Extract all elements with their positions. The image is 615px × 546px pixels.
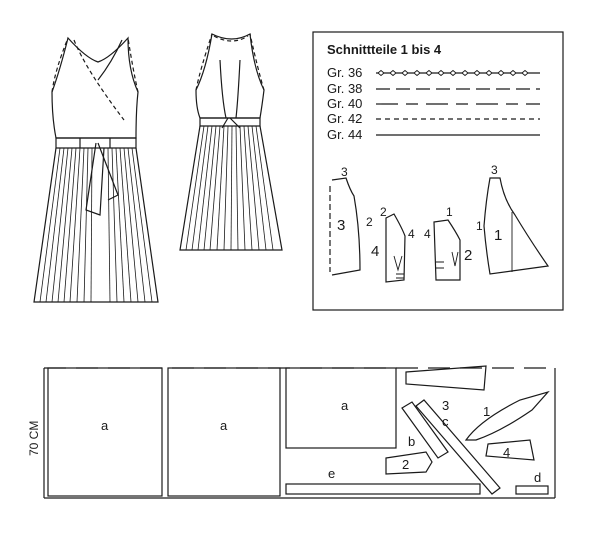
- label-d: d: [534, 470, 541, 485]
- piece2-top-number: 1: [446, 205, 453, 219]
- dress-front-illustration: [33, 36, 159, 303]
- piece3-top-number: 3: [341, 165, 348, 179]
- size-label-38: Gr. 38: [327, 81, 362, 96]
- label-2: 2: [402, 457, 409, 472]
- piece-b-shape: [401, 401, 449, 459]
- height-label: 70 CM: [27, 421, 41, 456]
- piece4-big-number: 4: [371, 243, 379, 260]
- piece-e: [285, 483, 481, 495]
- label-a-3: a: [341, 398, 349, 413]
- pattern-piece-4: [385, 213, 406, 283]
- label-c: c: [442, 414, 449, 429]
- piece-d-shape: [515, 485, 549, 495]
- piece-a-3: [285, 367, 397, 449]
- label-e: e: [328, 466, 335, 481]
- size-label-44: Gr. 44: [327, 127, 362, 142]
- piece1-top-number: 3: [491, 163, 498, 177]
- piece1-edge-number: 1: [476, 219, 483, 233]
- piece-a-1: [47, 367, 163, 497]
- piece3-edge-number: 2: [366, 215, 373, 229]
- piece-4-shape: [485, 439, 535, 461]
- piece-1-shape: [464, 390, 550, 441]
- piece-c-shape: [415, 399, 501, 495]
- size-lines: [376, 69, 540, 136]
- piece3-big-number: 3: [337, 217, 345, 234]
- piece4-edge-number: 4: [408, 227, 415, 241]
- piece4-top-number: 2: [380, 205, 387, 219]
- dress-back-illustration: [179, 33, 283, 251]
- label-3: 3: [442, 398, 449, 413]
- size-label-42: Gr. 42: [327, 111, 362, 126]
- label-1: 1: [483, 404, 490, 419]
- size-label-40: Gr. 40: [327, 96, 362, 111]
- label-a-1: a: [101, 418, 109, 433]
- pattern-piece-1: [483, 177, 550, 275]
- label-4: 4: [503, 445, 510, 460]
- cutting-layout: [43, 365, 556, 499]
- piece1-big-number: 1: [494, 227, 502, 244]
- pattern-piece-3: [329, 177, 361, 276]
- piece-3-shape: [405, 365, 487, 391]
- label-a-2: a: [220, 418, 228, 433]
- size-label-36: Gr. 36: [327, 65, 362, 80]
- label-b: b: [408, 434, 415, 449]
- pattern-piece-2: [433, 219, 461, 281]
- legend-title: Schnittteile 1 bis 4: [327, 42, 442, 57]
- piece2-big-number: 2: [464, 247, 472, 264]
- piece2-left-number: 4: [424, 227, 431, 241]
- piece-a-2: [167, 367, 281, 497]
- piece-2-shape: [385, 451, 433, 475]
- legend-box: [312, 31, 564, 311]
